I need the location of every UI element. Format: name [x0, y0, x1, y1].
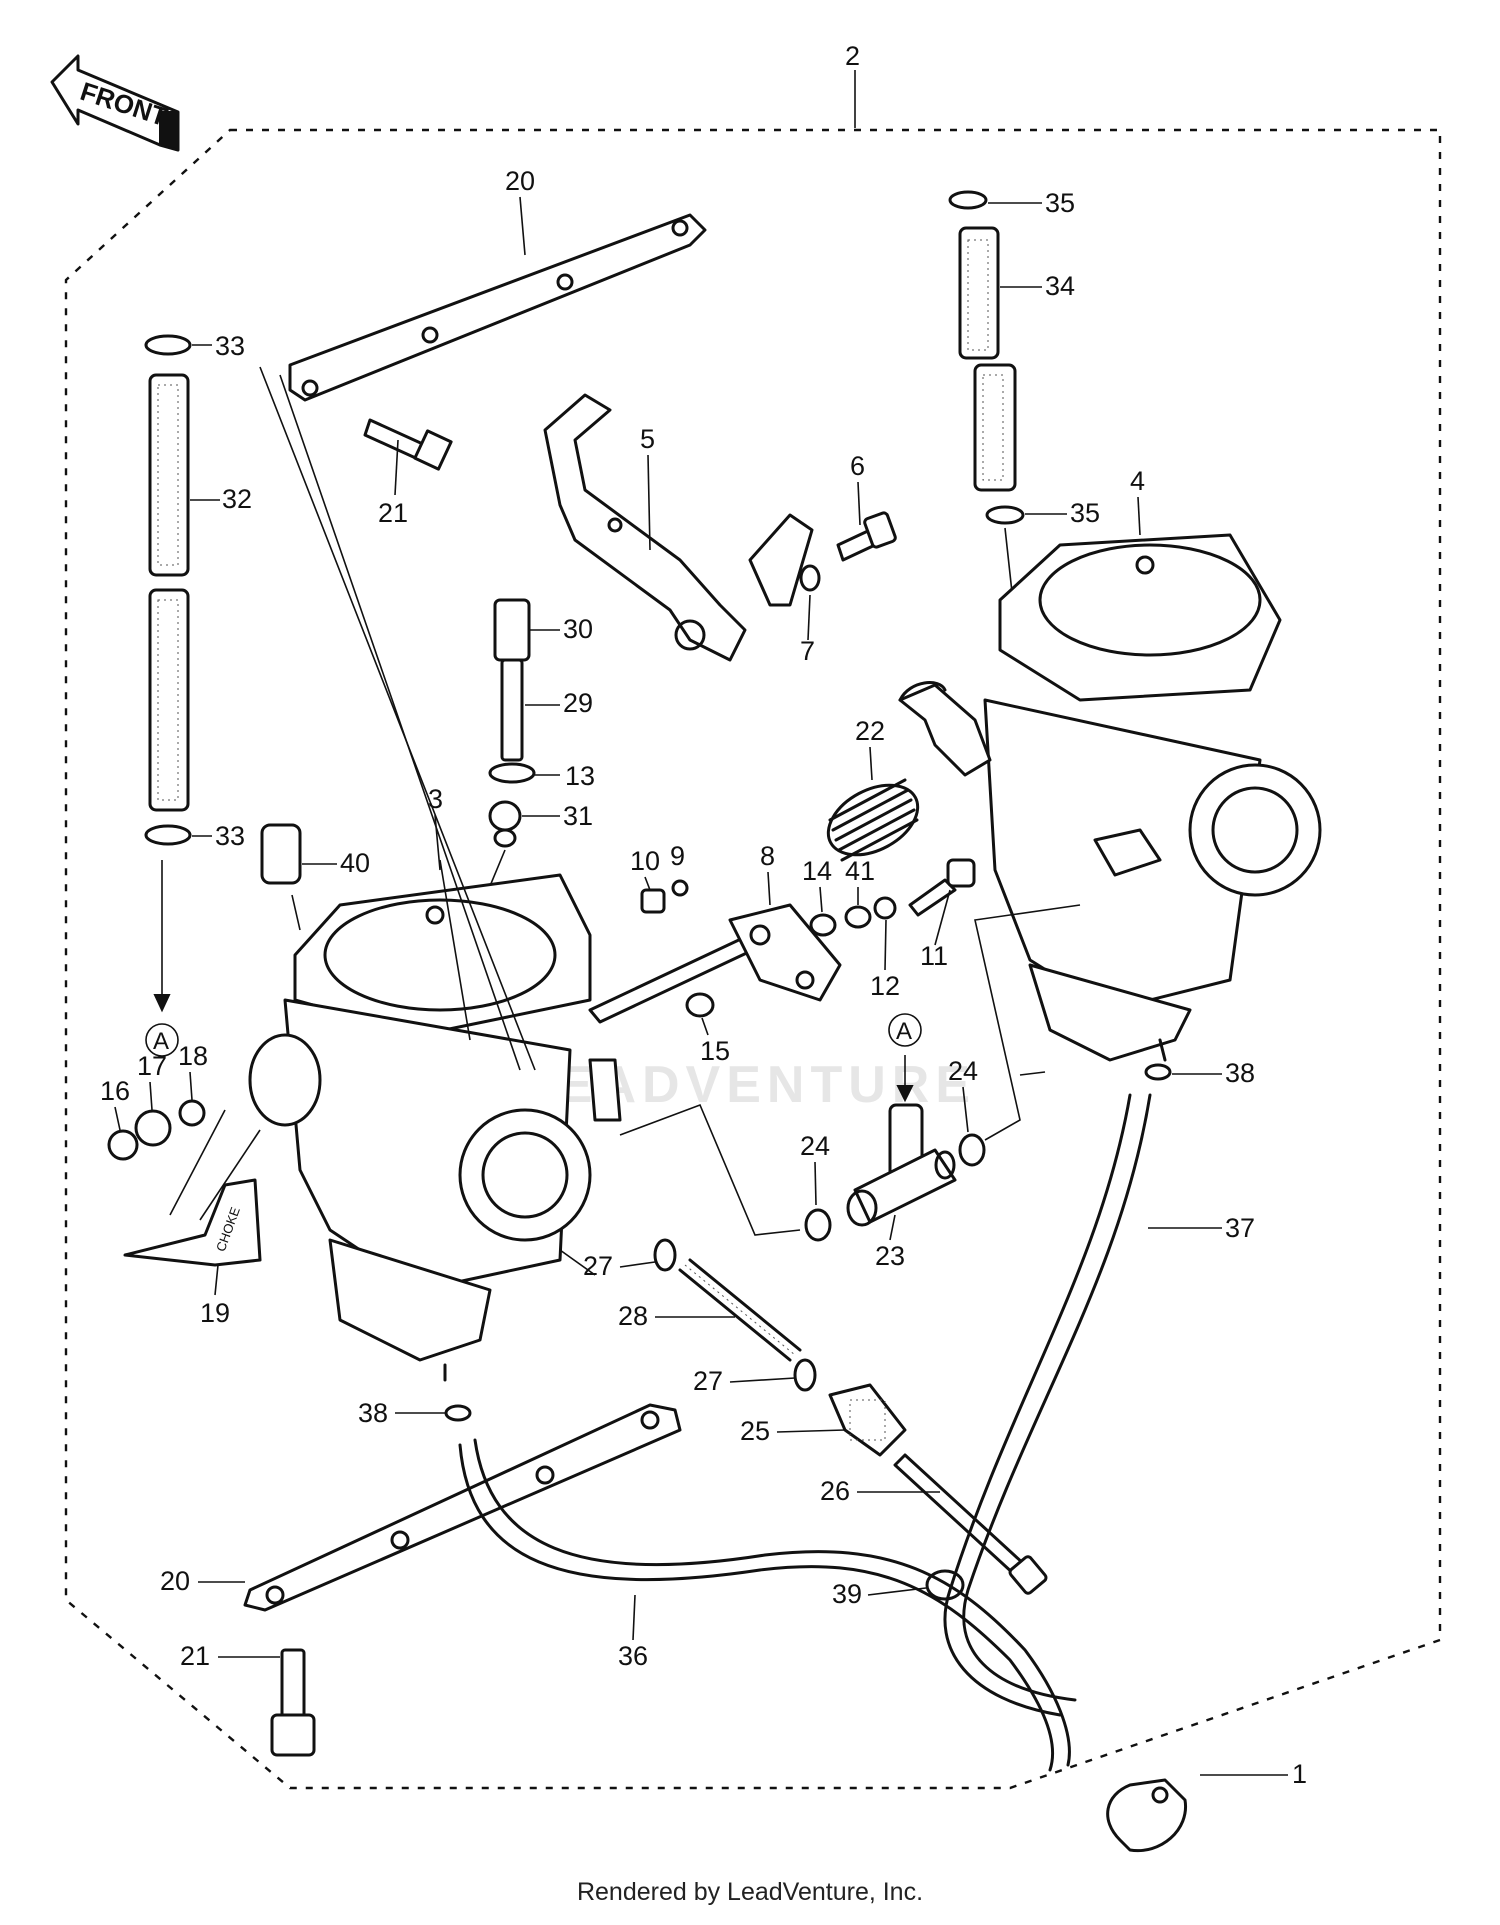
right-fuel-hose [948, 190, 1025, 621]
right-carburetor [983, 533, 1322, 1062]
idle-spring [678, 1258, 802, 1362]
callout-labels: 1 2 3 4 5 6 7 8 9 10 11 12 13 14 15 16 1… [100, 41, 1307, 1789]
drain-hose-37 [943, 1093, 1132, 1717]
callout-16: 16 [100, 1076, 130, 1106]
callout-27-upper: 27 [583, 1251, 613, 1281]
callout-8: 8 [760, 841, 775, 871]
callout-35-upper: 35 [1045, 188, 1075, 218]
callout-38-right: 38 [1225, 1058, 1255, 1088]
callout-5: 5 [640, 424, 655, 454]
callout-14: 14 [802, 856, 832, 886]
callout-25: 25 [740, 1416, 770, 1446]
drain-plug-38-right [1144, 1063, 1172, 1081]
callout-15: 15 [700, 1036, 730, 1066]
callout-33-upper: 33 [215, 331, 245, 361]
callout-21-lower: 21 [180, 1641, 210, 1671]
nut-18 [178, 1099, 206, 1127]
callout-20-lower: 20 [160, 1566, 190, 1596]
washer-24-right [958, 1133, 986, 1167]
throttle-spring [826, 778, 920, 862]
lower-rail-bolt [270, 1648, 316, 1757]
callout-21-upper: 21 [378, 498, 408, 528]
callout-36: 36 [618, 1641, 648, 1671]
callout-17: 17 [137, 1051, 167, 1081]
callout-4: 4 [1130, 466, 1145, 496]
callout-3: 3 [428, 784, 443, 814]
callout-18: 18 [178, 1041, 208, 1071]
left-fuel-hose [144, 334, 192, 1013]
upper-rail-bolt [363, 418, 453, 471]
callout-22: 22 [855, 716, 885, 746]
lower-linkage-rail [243, 1403, 682, 1612]
callout-12: 12 [870, 971, 900, 1001]
callout-34: 34 [1045, 271, 1075, 301]
callout-38-left: 38 [358, 1398, 388, 1428]
callout-32: 32 [222, 484, 252, 514]
callout-26: 26 [820, 1476, 850, 1506]
hose-clamp-1 [1106, 1778, 1187, 1853]
callout-39: 39 [832, 1579, 862, 1609]
callout-13: 13 [565, 761, 595, 791]
link-lever [898, 683, 992, 777]
bracket-screw [836, 511, 897, 562]
idle-adjust-bolt [893, 1453, 1048, 1595]
footer-credit: Rendered by LeadVenture, Inc. [576, 1878, 924, 1906]
callout-2: 2 [845, 41, 860, 71]
callout-31: 31 [563, 801, 593, 831]
washer-17 [134, 1109, 172, 1147]
choke-lever: CHOKE [123, 1178, 262, 1267]
callout-30: 30 [563, 614, 593, 644]
connector-a-left [145, 1023, 179, 1057]
callout-27-lower: 27 [693, 1366, 723, 1396]
bracket-washer [799, 564, 821, 592]
pilot-screw-stack [479, 598, 536, 911]
connector-a-right-letter: A [896, 1018, 912, 1045]
connector-a-right [888, 1013, 922, 1047]
washer-27-lower [793, 1358, 817, 1392]
callout-9: 9 [670, 841, 685, 871]
nut-16 [107, 1129, 139, 1161]
tee-fitting [846, 1103, 957, 1227]
callout-40: 40 [340, 848, 370, 878]
callout-20-upper: 20 [505, 166, 535, 196]
drain-hose-36 [458, 1443, 1055, 1772]
callout-23: 23 [875, 1241, 905, 1271]
callout-11: 11 [920, 941, 948, 971]
callout-24-left: 24 [800, 1131, 830, 1161]
callout-35-lower: 35 [1070, 498, 1100, 528]
front-arrow: FRONT [50, 54, 180, 152]
hose-clamp-39 [925, 1569, 965, 1601]
throttle-shaft-assembly [588, 858, 976, 1024]
callout-28: 28 [618, 1301, 648, 1331]
callout-41: 41 [845, 856, 875, 886]
callout-24-right: 24 [948, 1056, 978, 1086]
callout-1: 1 [1292, 1759, 1307, 1789]
callout-37: 37 [1225, 1213, 1255, 1243]
idle-adjust-knob [828, 1383, 907, 1457]
washer-27-upper [653, 1238, 677, 1272]
callout-33-lower: 33 [215, 821, 245, 851]
washer-24-left [804, 1208, 832, 1242]
link-hook [898, 681, 947, 702]
callout-19: 19 [200, 1298, 230, 1328]
fuel-filter [260, 823, 302, 885]
callout-10: 10 [630, 846, 660, 876]
callout-6: 6 [850, 451, 865, 481]
upper-linkage-rail [288, 213, 707, 402]
assembly-boundary [64, 128, 1442, 1790]
drain-plug-38-left [444, 1404, 472, 1422]
left-carburetor [248, 873, 622, 1382]
connector-a-left-letter: A [153, 1028, 169, 1055]
callout-7: 7 [800, 636, 815, 666]
callout-29: 29 [563, 688, 593, 718]
throttle-bracket [543, 393, 814, 662]
